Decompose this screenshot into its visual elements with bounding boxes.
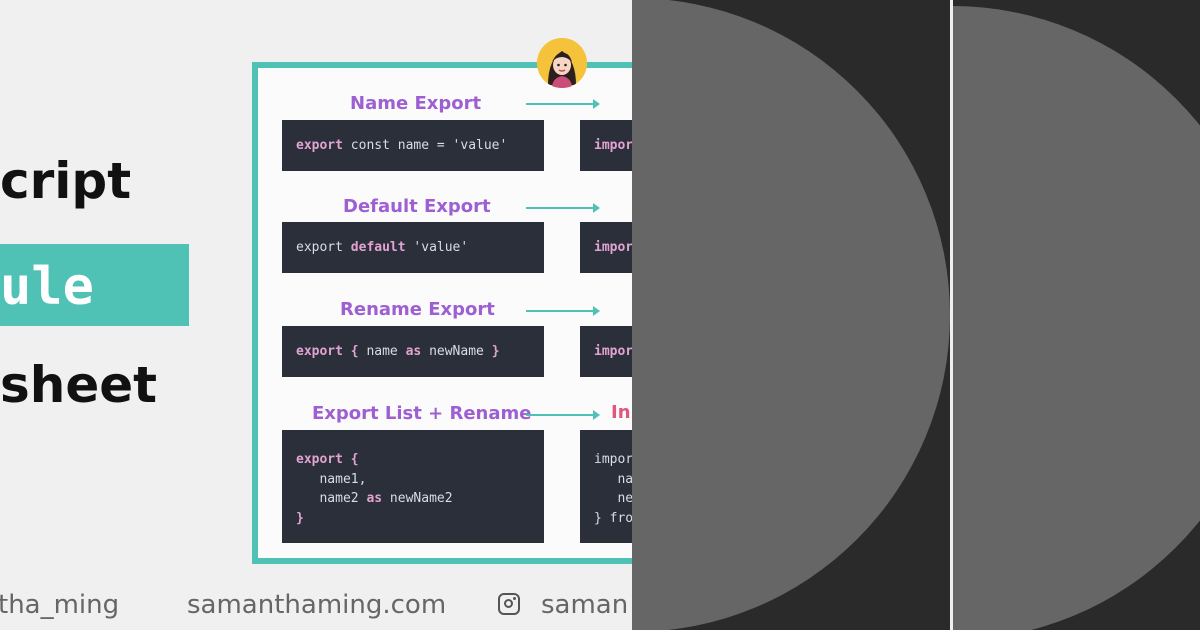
code-token: as bbox=[405, 344, 422, 359]
title-line-2: ule bbox=[0, 257, 94, 317]
arrow-right-icon bbox=[526, 410, 600, 420]
code-token: } bbox=[491, 344, 500, 359]
image-placeholder-panel bbox=[953, 0, 1200, 630]
section-right-label: In bbox=[611, 402, 631, 423]
code-line: name2 as newName2 bbox=[296, 489, 530, 509]
code-token: } fro bbox=[594, 510, 632, 526]
code-line: } bbox=[296, 509, 530, 529]
code-token: 'value' bbox=[405, 240, 469, 255]
code-token: export { bbox=[296, 344, 367, 359]
code-line: export { bbox=[296, 450, 530, 470]
code-token: name2 bbox=[296, 491, 367, 506]
section-label-export-list-rename: Export List + Rename bbox=[312, 403, 532, 424]
panel-divider bbox=[950, 0, 953, 630]
import-code-block: impor bbox=[580, 326, 632, 377]
code-line: impor bbox=[594, 138, 632, 153]
import-code-block: impor bbox=[580, 120, 632, 171]
image-placeholder-panel bbox=[632, 0, 950, 630]
code-token: name bbox=[366, 344, 406, 359]
arrow-right-icon bbox=[526, 203, 600, 213]
instagram-icon bbox=[498, 593, 520, 615]
placeholder-circle-shape bbox=[953, 6, 1200, 630]
code-line: } fro bbox=[594, 509, 632, 529]
code-line: export default 'value' bbox=[296, 240, 468, 255]
arrow-right-icon bbox=[526, 99, 600, 109]
woman-avatar-icon bbox=[537, 38, 587, 88]
code-token: impor bbox=[594, 452, 632, 467]
code-token: name1, bbox=[296, 471, 367, 487]
code-token: export bbox=[296, 240, 351, 255]
section-label-rename-export: Rename Export bbox=[340, 299, 495, 320]
code-token: ne bbox=[594, 491, 632, 506]
title-line-3: sheet bbox=[0, 356, 158, 414]
code-token: } bbox=[296, 510, 304, 526]
code-token: newName2 bbox=[382, 491, 453, 506]
title-line-1: cript bbox=[0, 152, 132, 210]
export-code-block: export { name1, name2 as newName2} bbox=[282, 430, 544, 543]
code-token: impor bbox=[594, 344, 632, 359]
import-code-block: impor na ne } fro bbox=[580, 430, 632, 543]
code-token: default bbox=[350, 240, 406, 255]
section-label-name-export: Name Export bbox=[350, 93, 482, 114]
code-token: na bbox=[594, 471, 632, 487]
code-line: na bbox=[594, 470, 632, 490]
code-token: const name = 'value' bbox=[342, 138, 508, 153]
code-line: name1, bbox=[296, 470, 530, 490]
code-line: impor bbox=[594, 450, 632, 470]
code-line: export const name = 'value' bbox=[296, 138, 507, 153]
code-line: export { name as newName } bbox=[296, 344, 500, 359]
twitter-handle[interactable]: tha_ming bbox=[0, 590, 120, 620]
code-line: impor bbox=[594, 344, 632, 359]
section-label-default-export: Default Export bbox=[343, 196, 491, 217]
code-line: impor bbox=[594, 240, 632, 255]
code-token: newName bbox=[421, 344, 492, 359]
code-token: as bbox=[366, 491, 383, 506]
code-token: export bbox=[296, 138, 343, 153]
export-code-block: export { name as newName } bbox=[282, 326, 544, 377]
website-link[interactable]: samanthaming.com bbox=[187, 590, 447, 620]
placeholder-circle-shape bbox=[632, 0, 950, 630]
export-code-block: export const name = 'value' bbox=[282, 120, 544, 171]
code-line: ne bbox=[594, 489, 632, 509]
code-token: export { bbox=[296, 452, 359, 467]
code-token: impor bbox=[594, 240, 632, 255]
export-code-block: export default 'value' bbox=[282, 222, 544, 273]
code-token: impor bbox=[594, 138, 632, 153]
title-highlight-band: ule bbox=[0, 244, 189, 326]
instagram-handle[interactable]: saman bbox=[541, 590, 629, 620]
arrow-right-icon bbox=[526, 306, 600, 316]
import-code-block: impor bbox=[580, 222, 632, 273]
